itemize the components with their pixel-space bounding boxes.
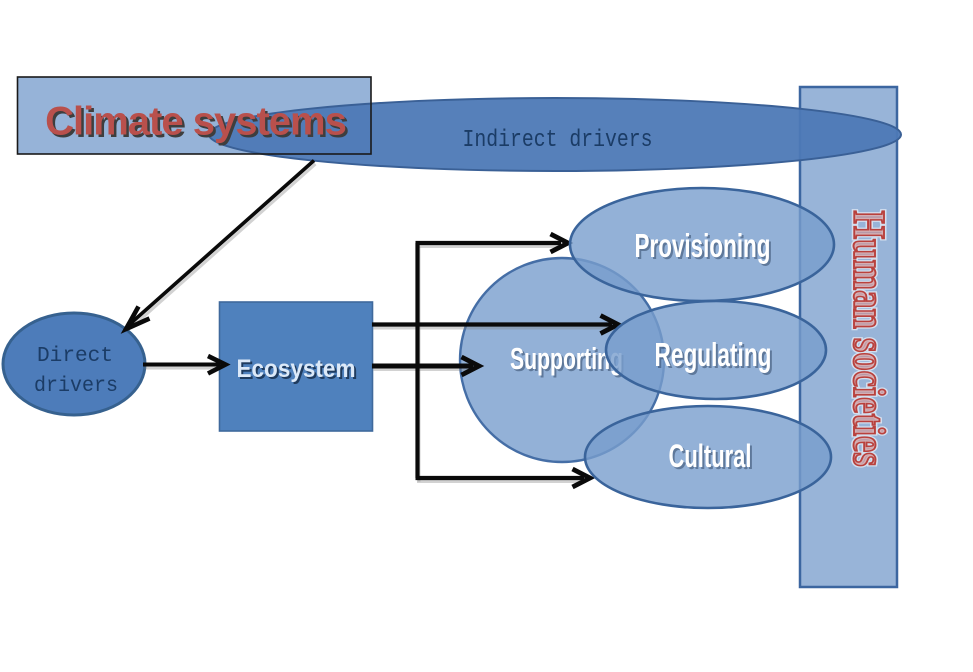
svg-text:Indirect drivers: Indirect drivers [463, 127, 653, 154]
svg-text:Climate systems: Climate systems [48, 102, 349, 146]
svg-text:Provisioning: Provisioning [637, 229, 773, 266]
svg-text:Human societies: Human societies [844, 211, 894, 467]
svg-text:Provisioning: Provisioning [635, 227, 771, 264]
svg-text:drivers: drivers [34, 375, 118, 398]
svg-text:Human societies: Human societies [844, 211, 894, 467]
svg-text:Cultural: Cultural [671, 440, 754, 476]
svg-text:Cultural: Cultural [669, 438, 752, 474]
svg-text:Regulating: Regulating [655, 336, 772, 373]
svg-text:Supporting: Supporting [510, 341, 623, 376]
svg-text:Ecosystem: Ecosystem [237, 355, 356, 383]
svg-text:Regulating: Regulating [657, 338, 774, 375]
svg-text:Climate systems: Climate systems [45, 100, 346, 144]
svg-text:Ecosystem: Ecosystem [239, 357, 358, 385]
svg-text:Direct: Direct [37, 345, 113, 368]
